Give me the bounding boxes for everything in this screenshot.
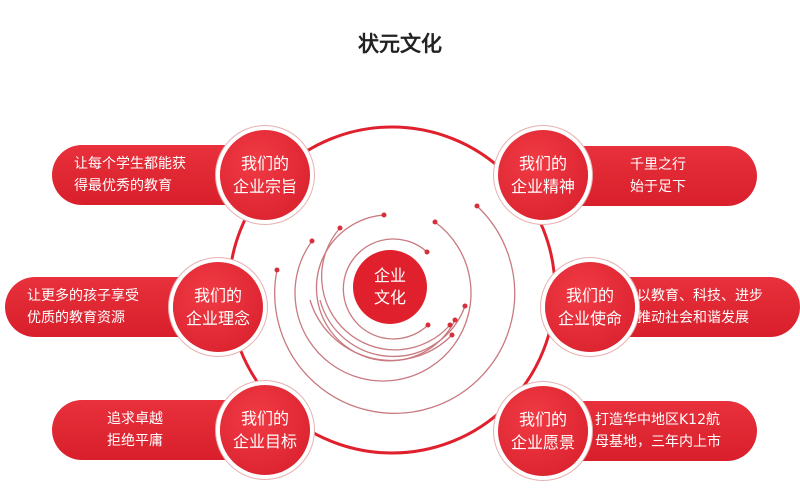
pill-text: 推动社会和谐发展 bbox=[637, 310, 749, 326]
circle-label: 我们的 bbox=[518, 154, 567, 173]
arc-dots bbox=[274, 203, 480, 338]
pill-text: 拒绝平庸 bbox=[107, 433, 163, 449]
circle-label: 企业精神 bbox=[510, 177, 575, 196]
pill-text: 打造华中地区K12航 bbox=[595, 412, 720, 428]
circle-label: 企业理念 bbox=[185, 309, 250, 328]
pill-text: 母基地，三年内上市 bbox=[595, 434, 721, 450]
page-title: 状元文化 bbox=[358, 32, 442, 56]
center-label: 文化 bbox=[373, 288, 406, 307]
circle-label: 我们的 bbox=[193, 286, 242, 305]
pill-text: 以教育、科技、进步 bbox=[637, 288, 763, 304]
circle-vision: 我们的企业愿景 bbox=[498, 386, 588, 476]
circle-philosophy: 我们的企业理念 bbox=[173, 262, 263, 352]
pill-text: 千里之行 bbox=[630, 157, 686, 173]
circle-mission: 我们的企业宗旨 bbox=[220, 130, 310, 220]
pill-text: 追求卓越 bbox=[107, 411, 163, 427]
pill-text: 让更多的孩子享受 bbox=[27, 288, 139, 304]
circle-label: 我们的 bbox=[518, 410, 567, 429]
concentric-arcs bbox=[274, 205, 516, 414]
pill-text: 让每个学生都能获 bbox=[74, 156, 186, 172]
circle-label: 企业使命 bbox=[557, 309, 622, 328]
pill-text: 始于足下 bbox=[630, 179, 686, 195]
circle-goal: 我们的企业目标 bbox=[220, 385, 310, 475]
pill-text: 优质的教育资源 bbox=[27, 310, 125, 326]
circle-label: 我们的 bbox=[240, 154, 289, 173]
circle-spirit: 我们的企业精神 bbox=[498, 130, 588, 220]
circle-purpose: 我们的企业使命 bbox=[545, 262, 635, 352]
center-circle: 企业 文化 bbox=[353, 250, 427, 324]
circle-label: 企业宗旨 bbox=[232, 177, 297, 196]
pill-text: 得最优秀的教育 bbox=[74, 178, 172, 194]
circle-label: 我们的 bbox=[240, 409, 289, 428]
center-label: 企业 bbox=[373, 266, 406, 285]
circle-label: 企业目标 bbox=[232, 432, 297, 451]
circle-label: 我们的 bbox=[565, 286, 614, 305]
circle-label: 企业愿景 bbox=[510, 433, 575, 452]
